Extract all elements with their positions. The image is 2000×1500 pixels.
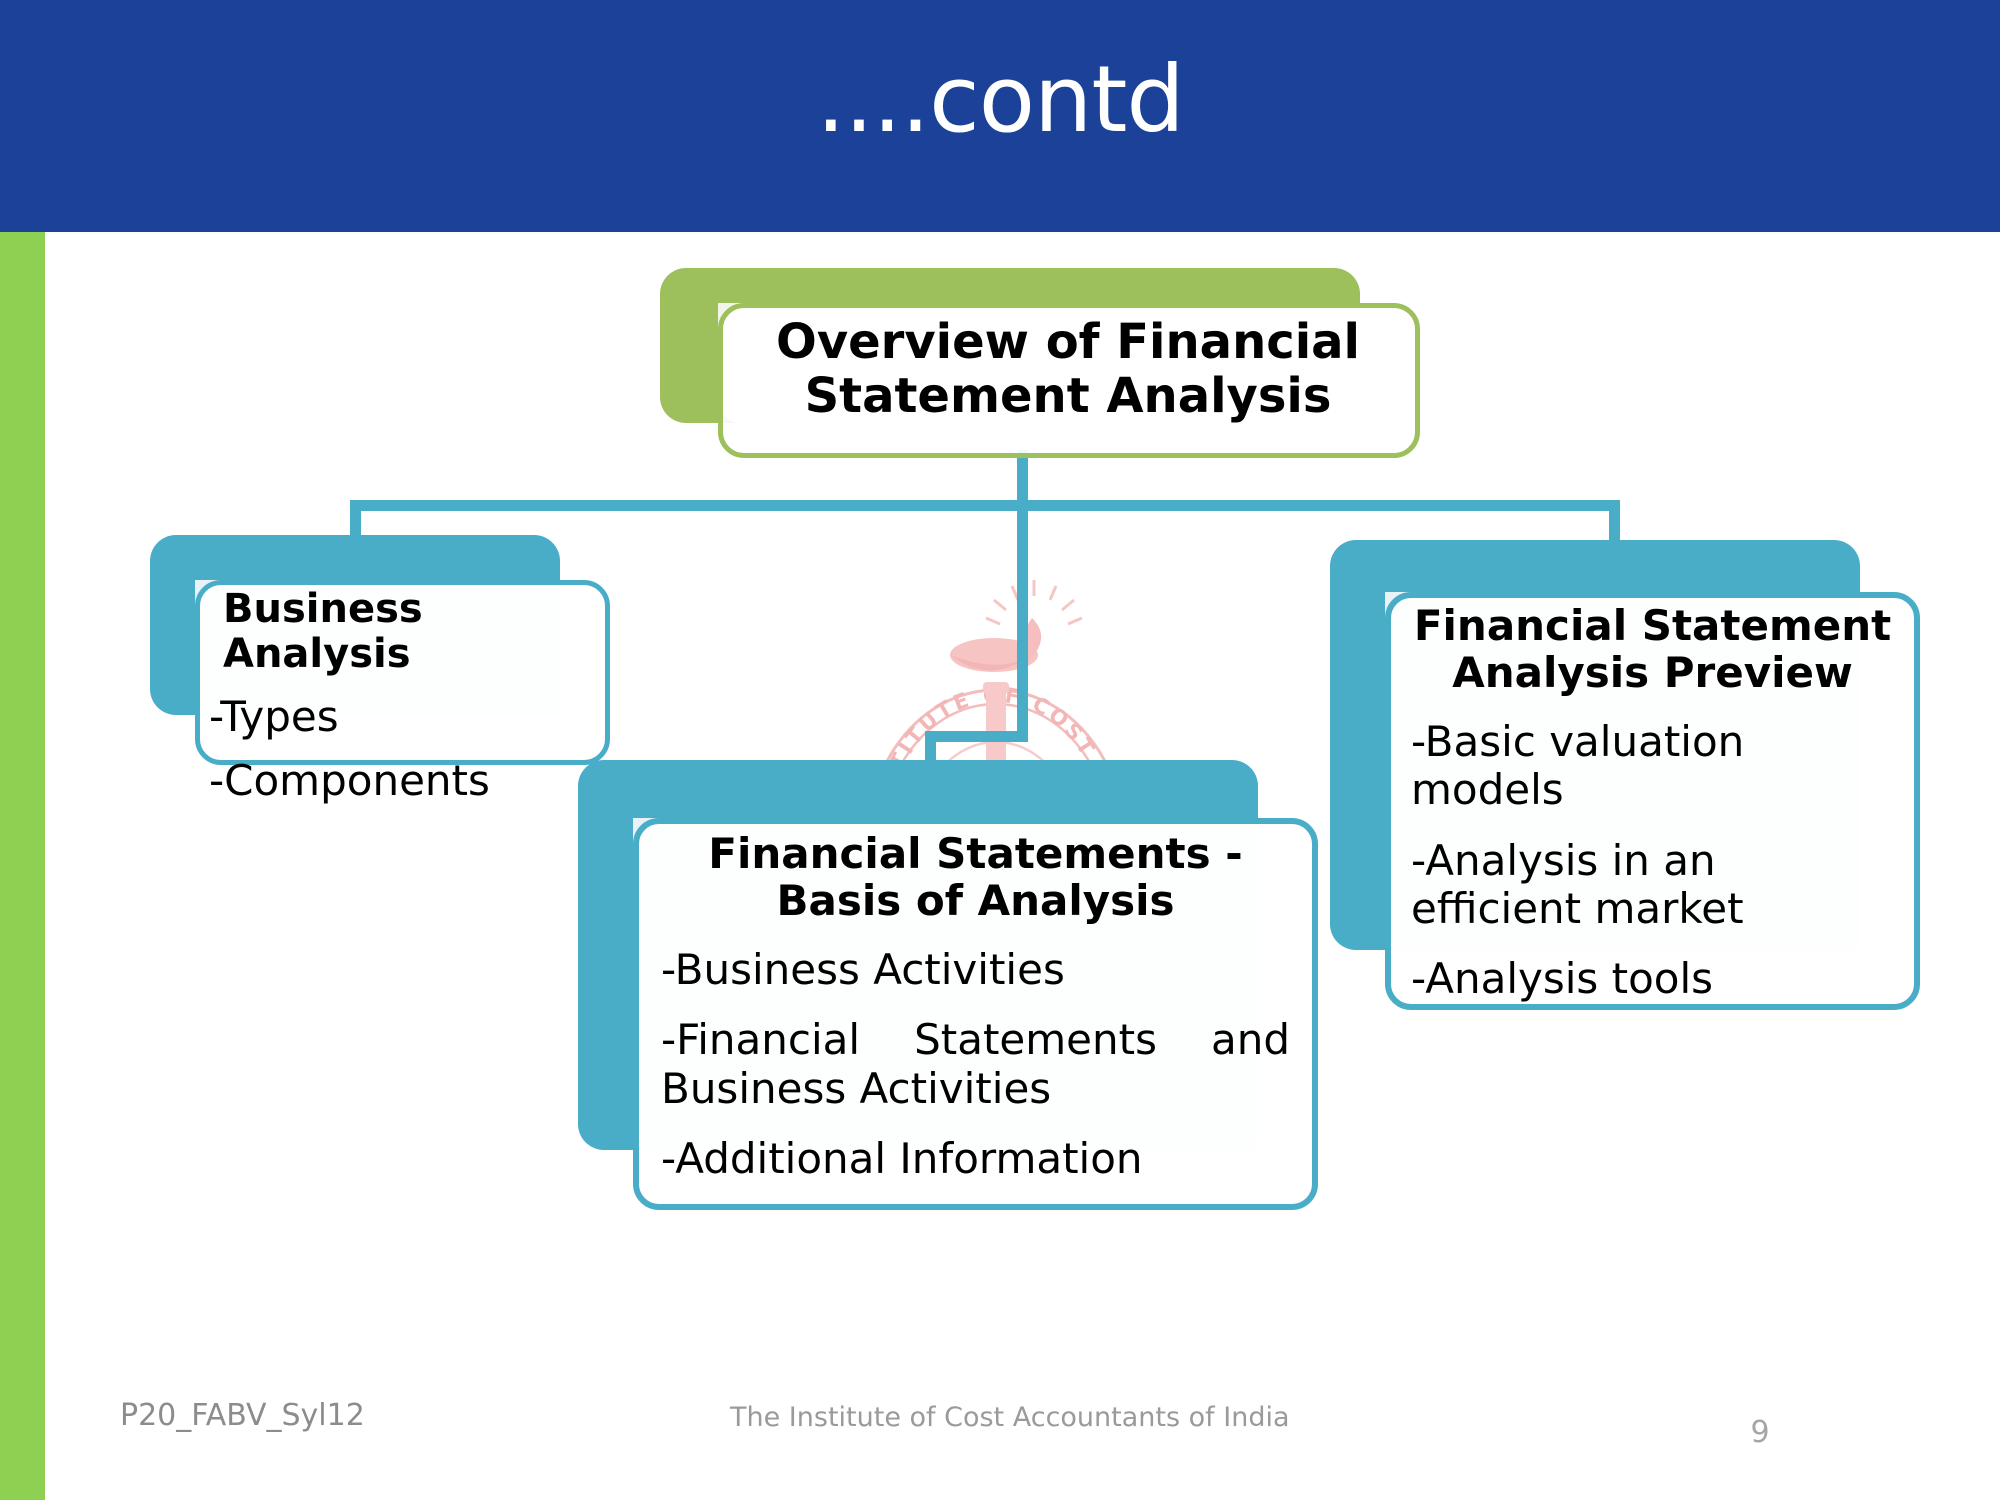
- node-frame: [633, 818, 1318, 1210]
- page-title: ....contd: [816, 46, 1185, 153]
- node-financial-statement-analysis-preview[interactable]: Financial Statement Analysis Preview -Ba…: [1330, 540, 1920, 1010]
- connector-middle-drop: [1017, 500, 1028, 742]
- connector-middle-jog: [925, 731, 1028, 742]
- node-overview-of-financial-statement-analysis[interactable]: Overview of Financial Statement Analysis: [660, 268, 1420, 458]
- node-frame: [195, 580, 610, 765]
- footer-course-code: P20_FABV_Syl12: [120, 1398, 365, 1433]
- node-title: Overview of Financial Statement Analysis: [776, 314, 1360, 424]
- node-content: Financial Statements - Basis of Analysis…: [633, 830, 1318, 1183]
- node-bullet: -Basic valuation models: [1411, 717, 1745, 815]
- node-title: Financial Statements - Basis of Analysis: [708, 829, 1243, 926]
- node-bullet: -Additional Information: [661, 1133, 1143, 1183]
- node-content: Financial Statement Analysis Preview -Ba…: [1385, 602, 1920, 1004]
- connector-horizontal-bus: [350, 500, 1620, 511]
- footer-institute: The Institute of Cost Accountants of Ind…: [730, 1402, 1290, 1433]
- node-title: Business Analysis: [223, 586, 423, 677]
- node-business-analysis[interactable]: Business Analysis -Types -Components: [150, 535, 610, 805]
- node-frame: [718, 303, 1420, 458]
- node-bullet: -Analysis tools: [1411, 954, 1714, 1004]
- node-content: Business Analysis -Types -Components: [195, 587, 610, 805]
- node-financial-statements-basis-of-analysis[interactable]: Financial Statements - Basis of Analysis…: [578, 760, 1318, 1210]
- footer-page-number: 9: [1750, 1415, 1770, 1450]
- node-frame: [1385, 592, 1920, 1010]
- left-accent-bar: [0, 232, 45, 1500]
- node-title: Financial Statement Analysis Preview: [1413, 601, 1892, 698]
- node-bullet: -Components: [209, 755, 490, 805]
- node-bullet: -Types: [209, 691, 339, 741]
- slide-header-band: [0, 0, 2000, 232]
- node-bullet: -Financial Statements and Business Activ…: [661, 1015, 1290, 1113]
- node-bullet: -Analysis in an efficient market: [1411, 835, 1744, 933]
- node-bullet: -Business Activities: [661, 945, 1065, 995]
